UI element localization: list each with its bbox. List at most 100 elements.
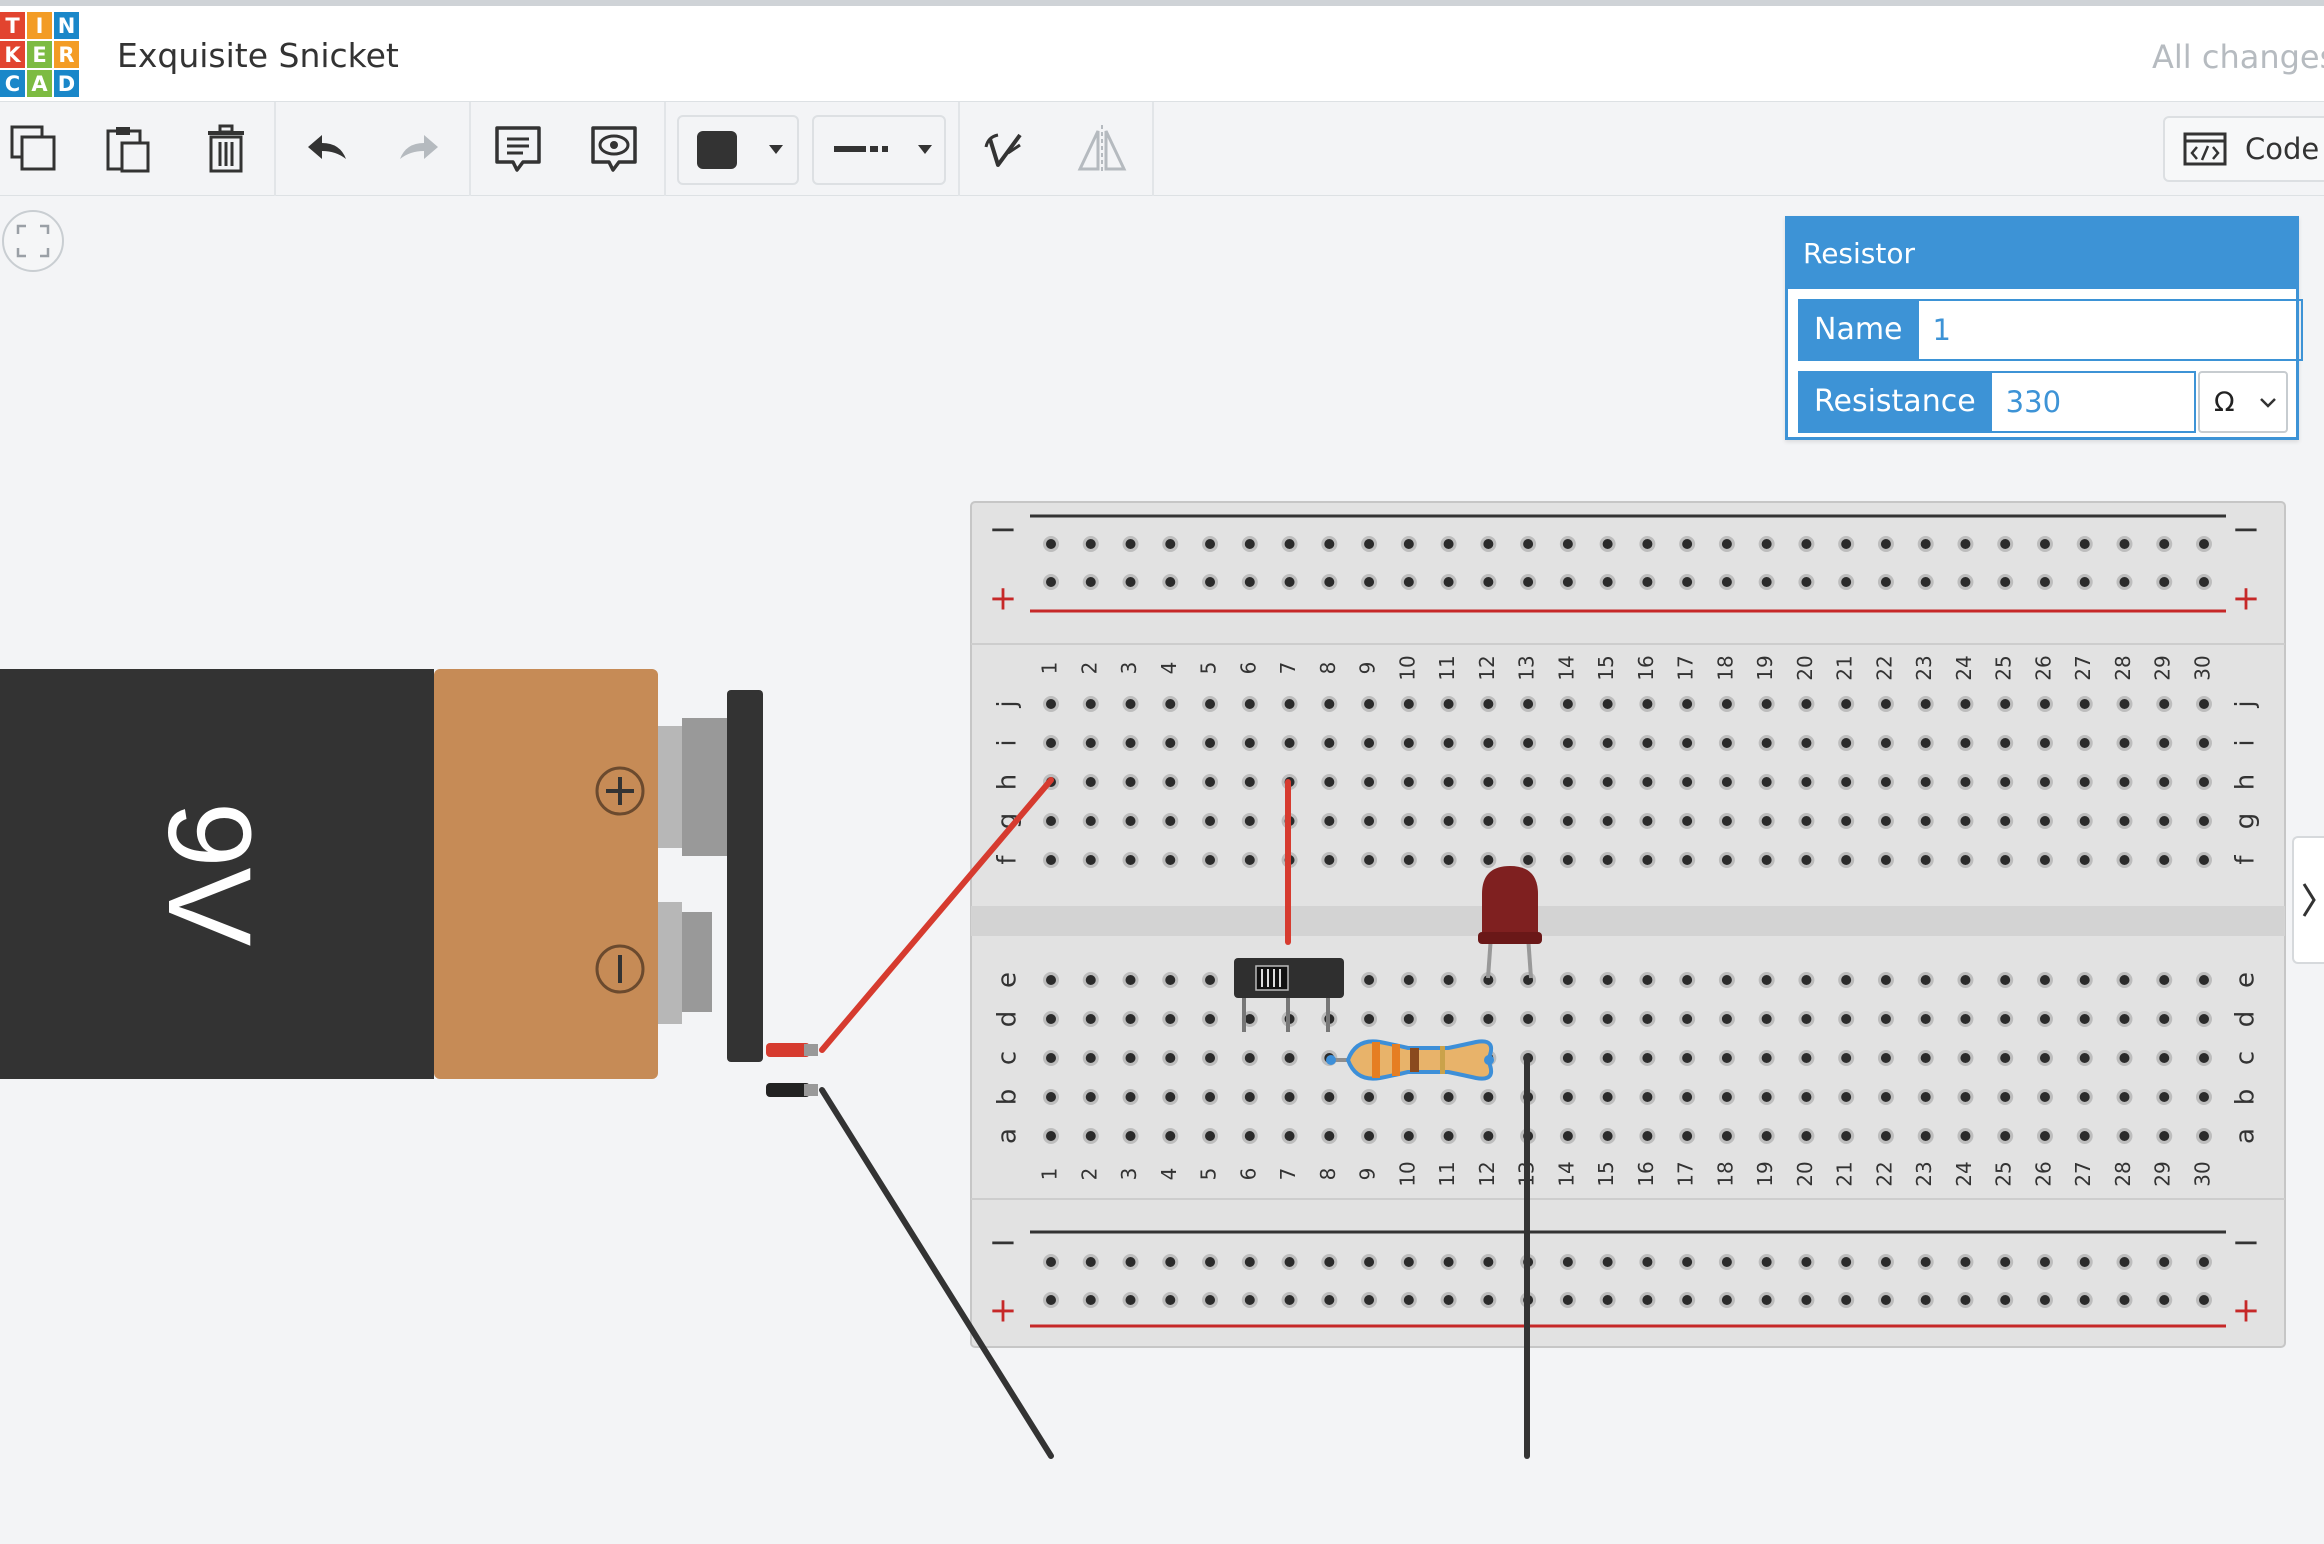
- terminal-hole[interactable]: [1679, 852, 1696, 868]
- terminal-hole[interactable]: [1361, 735, 1378, 751]
- resistor[interactable]: [1326, 1039, 1494, 1081]
- rail-hole[interactable]: [1679, 536, 1696, 552]
- terminal-hole[interactable]: [1639, 1011, 1656, 1027]
- terminal-hole[interactable]: [1082, 852, 1099, 868]
- terminal-hole[interactable]: [1559, 735, 1576, 751]
- terminal-hole[interactable]: [1162, 813, 1179, 829]
- terminal-hole[interactable]: [1162, 1011, 1179, 1027]
- terminal-hole[interactable]: [1798, 774, 1815, 790]
- rail-hole[interactable]: [1599, 1292, 1616, 1308]
- terminal-hole[interactable]: [1559, 774, 1576, 790]
- terminal-hole[interactable]: [1400, 1011, 1417, 1027]
- rail-hole[interactable]: [1798, 536, 1815, 552]
- terminal-hole[interactable]: [2116, 774, 2133, 790]
- terminal-hole[interactable]: [1559, 813, 1576, 829]
- terminal-hole[interactable]: [2036, 1050, 2053, 1066]
- redo-icon[interactable]: [392, 121, 448, 177]
- terminal-hole[interactable]: [2196, 1128, 2212, 1144]
- rail-hole[interactable]: [2116, 1292, 2133, 1308]
- terminal-hole[interactable]: [1877, 1128, 1894, 1144]
- terminal-hole[interactable]: [1639, 1128, 1656, 1144]
- terminal-hole[interactable]: [2196, 774, 2212, 790]
- terminal-hole[interactable]: [1877, 735, 1894, 751]
- terminal-hole[interactable]: [2076, 1089, 2093, 1105]
- rail-hole[interactable]: [1639, 1254, 1656, 1270]
- terminal-hole[interactable]: [1639, 696, 1656, 712]
- rail-hole[interactable]: [1043, 1292, 1059, 1308]
- terminal-hole[interactable]: [1639, 1089, 1656, 1105]
- terminal-hole[interactable]: [2196, 852, 2212, 868]
- rail-hole[interactable]: [1957, 574, 1974, 590]
- rail-hole[interactable]: [1440, 1292, 1457, 1308]
- terminal-hole[interactable]: [1361, 852, 1378, 868]
- rail-hole[interactable]: [1241, 1254, 1258, 1270]
- terminal-hole[interactable]: [2116, 1128, 2133, 1144]
- terminal-hole[interactable]: [1162, 696, 1179, 712]
- terminal-hole[interactable]: [1321, 852, 1338, 868]
- terminal-hole[interactable]: [1162, 774, 1179, 790]
- rail-hole[interactable]: [2156, 574, 2173, 590]
- terminal-hole[interactable]: [1520, 813, 1537, 829]
- terminal-hole[interactable]: [1122, 852, 1139, 868]
- terminal-hole[interactable]: [1679, 774, 1696, 790]
- terminal-hole[interactable]: [1679, 1089, 1696, 1105]
- rail-hole[interactable]: [1202, 536, 1219, 552]
- rail-hole[interactable]: [2116, 1254, 2133, 1270]
- terminal-hole[interactable]: [1440, 852, 1457, 868]
- terminal-hole[interactable]: [1917, 1089, 1934, 1105]
- unit-select[interactable]: Ω: [2198, 371, 2288, 433]
- terminal-hole[interactable]: [2156, 813, 2173, 829]
- terminal-hole[interactable]: [1877, 1089, 1894, 1105]
- rail-hole[interactable]: [1361, 574, 1378, 590]
- terminal-hole[interactable]: [1917, 735, 1934, 751]
- terminal-hole[interactable]: [1321, 774, 1338, 790]
- terminal-hole[interactable]: [1679, 813, 1696, 829]
- components-panel-toggle[interactable]: [2292, 836, 2324, 964]
- rail-hole[interactable]: [1559, 1292, 1576, 1308]
- terminal-hole[interactable]: [1639, 735, 1656, 751]
- rail-hole[interactable]: [1957, 536, 1974, 552]
- rail-hole[interactable]: [1043, 574, 1059, 590]
- terminal-hole[interactable]: [1202, 1089, 1219, 1105]
- terminal-hole[interactable]: [1520, 852, 1537, 868]
- terminal-hole[interactable]: [1400, 972, 1417, 988]
- terminal-hole[interactable]: [1798, 972, 1815, 988]
- terminal-hole[interactable]: [1321, 1089, 1338, 1105]
- terminal-hole[interactable]: [1758, 1089, 1775, 1105]
- terminal-hole[interactable]: [1877, 696, 1894, 712]
- rail-hole[interactable]: [1679, 1292, 1696, 1308]
- terminal-hole[interactable]: [2076, 774, 2093, 790]
- rail-hole[interactable]: [2156, 536, 2173, 552]
- terminal-hole[interactable]: [2076, 696, 2093, 712]
- terminal-hole[interactable]: [1122, 1128, 1139, 1144]
- terminal-hole[interactable]: [1440, 696, 1457, 712]
- terminal-hole[interactable]: [2076, 735, 2093, 751]
- terminal-hole[interactable]: [2036, 1128, 2053, 1144]
- terminal-hole[interactable]: [1043, 852, 1059, 868]
- rail-hole[interactable]: [2076, 1254, 2093, 1270]
- terminal-hole[interactable]: [2196, 972, 2212, 988]
- line-style-dropdown[interactable]: [812, 115, 946, 185]
- terminal-hole[interactable]: [1162, 1089, 1179, 1105]
- rail-hole[interactable]: [1997, 574, 2014, 590]
- rail-hole[interactable]: [1202, 1292, 1219, 1308]
- terminal-hole[interactable]: [1480, 774, 1497, 790]
- terminal-hole[interactable]: [1957, 852, 1974, 868]
- terminal-hole[interactable]: [1162, 1128, 1179, 1144]
- terminal-hole[interactable]: [1559, 696, 1576, 712]
- rail-hole[interactable]: [1798, 574, 1815, 590]
- rail-hole[interactable]: [1838, 574, 1855, 590]
- terminal-hole[interactable]: [1162, 1050, 1179, 1066]
- rail-hole[interactable]: [1957, 1254, 1974, 1270]
- rail-hole[interactable]: [1321, 1254, 1338, 1270]
- terminal-hole[interactable]: [1241, 1128, 1258, 1144]
- terminal-hole[interactable]: [2116, 1089, 2133, 1105]
- terminal-hole[interactable]: [1241, 1050, 1258, 1066]
- terminal-hole[interactable]: [1718, 1089, 1735, 1105]
- terminal-hole[interactable]: [2076, 813, 2093, 829]
- rail-hole[interactable]: [1480, 1254, 1497, 1270]
- terminal-hole[interactable]: [1997, 1050, 2014, 1066]
- rail-hole[interactable]: [1838, 1292, 1855, 1308]
- terminal-hole[interactable]: [1361, 1089, 1378, 1105]
